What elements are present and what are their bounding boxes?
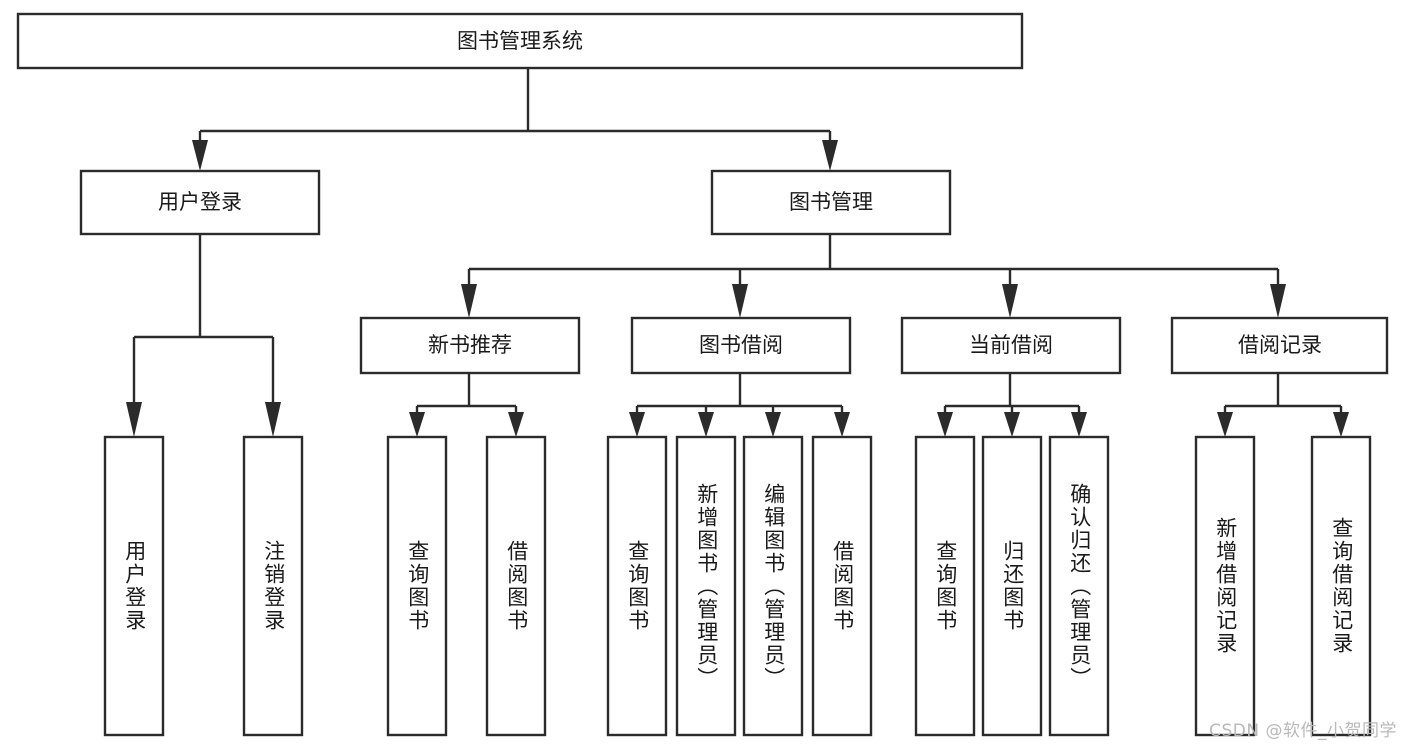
- node-leaf-confirm-return-admin-box[interactable]: [1048, 435, 1110, 737]
- node-leaf-edit-book-admin-box[interactable]: [742, 435, 804, 737]
- node-root[interactable]: 图书管理系统: [16, 12, 1024, 70]
- node-user-login[interactable]: 用户登录: [79, 169, 321, 236]
- node-borrow-record[interactable]: 借阅记录: [1170, 316, 1389, 375]
- node-user-login-box[interactable]: [79, 169, 321, 236]
- node-root-label: 图书管理系统: [457, 29, 583, 53]
- node-book-manage-box[interactable]: [710, 169, 952, 236]
- arrow-head-leaf-edit-book-admin: [765, 412, 781, 437]
- node-book-borrow[interactable]: 图书借阅: [630, 316, 852, 375]
- node-borrow-record-label: 借阅记录: [1238, 333, 1322, 357]
- node-book-manage[interactable]: 图书管理: [710, 169, 952, 236]
- arrow-head-leaf-borrow-book-recommend: [508, 412, 524, 437]
- node-new-book-recommend-label: 新书推荐: [428, 333, 512, 357]
- node-leaf-query-book-recommend-box[interactable]: [386, 435, 448, 737]
- node-new-book-recommend-box[interactable]: [359, 316, 581, 375]
- arrow-head-leaf-confirm-return-admin: [1071, 412, 1087, 437]
- node-book-manage-label: 图书管理: [789, 190, 873, 214]
- node-leaf-user-login-box[interactable]: [103, 435, 165, 737]
- node-leaf-logout-box[interactable]: [242, 435, 304, 737]
- connector-layer: [126, 68, 1349, 437]
- arrow-head-leaf-add-book-admin: [698, 412, 714, 437]
- node-new-book-recommend[interactable]: 新书推荐: [359, 316, 581, 375]
- node-layer: 图书管理系统 用户登录 图书管理 新书推荐 图书借阅 当前借阅 借阅记录: [16, 12, 1389, 737]
- node-leaf-borrow-book-recommend-box[interactable]: [485, 435, 547, 737]
- node-current-borrow-box[interactable]: [900, 316, 1122, 375]
- node-leaf-add-borrow-record-box[interactable]: [1194, 435, 1256, 737]
- node-current-borrow[interactable]: 当前借阅: [900, 316, 1122, 375]
- arrow-head-book-borrow: [732, 284, 748, 318]
- arrow-head-leaf-borrow-book: [834, 412, 850, 437]
- node-leaf-query-book-current-box[interactable]: [914, 435, 976, 737]
- arrow-head-leaf-query-book-current: [937, 412, 953, 437]
- arrow-head-leaf-query-borrow-record: [1333, 412, 1349, 437]
- arrow-head-current-borrow: [1002, 284, 1018, 318]
- node-book-borrow-label: 图书借阅: [699, 333, 783, 357]
- arrow-head-leaf-query-book-borrow: [629, 412, 645, 437]
- node-current-borrow-label: 当前借阅: [969, 333, 1053, 357]
- node-leaf-query-borrow-record-box[interactable]: [1310, 435, 1372, 737]
- arrow-head-leaf-return-book: [1004, 412, 1020, 437]
- arrow-head-leaf-query-book-recommend: [409, 412, 425, 437]
- arrow-head-leaf-logout: [265, 402, 281, 437]
- node-leaf-return-book-box[interactable]: [981, 435, 1043, 737]
- arrow-head-leaf-user-login: [126, 402, 142, 437]
- arrow-head-book-manage: [822, 140, 838, 171]
- node-user-login-label: 用户登录: [158, 190, 242, 214]
- arrow-head-borrow-record: [1270, 284, 1286, 318]
- csdn-watermark: CSDN @软件_小贺同学: [1209, 721, 1397, 741]
- arrow-head-user-login: [192, 140, 208, 171]
- node-leaf-borrow-book-box[interactable]: [811, 435, 873, 737]
- node-leaf-query-book-borrow-box[interactable]: [606, 435, 668, 737]
- arrow-head-new-book-recommend: [461, 284, 477, 318]
- node-borrow-record-box[interactable]: [1170, 316, 1389, 375]
- node-root-box[interactable]: [16, 12, 1024, 70]
- arrow-head-leaf-add-borrow-record: [1217, 412, 1233, 437]
- node-leaf-add-book-admin-box[interactable]: [675, 435, 737, 737]
- node-book-borrow-box[interactable]: [630, 316, 852, 375]
